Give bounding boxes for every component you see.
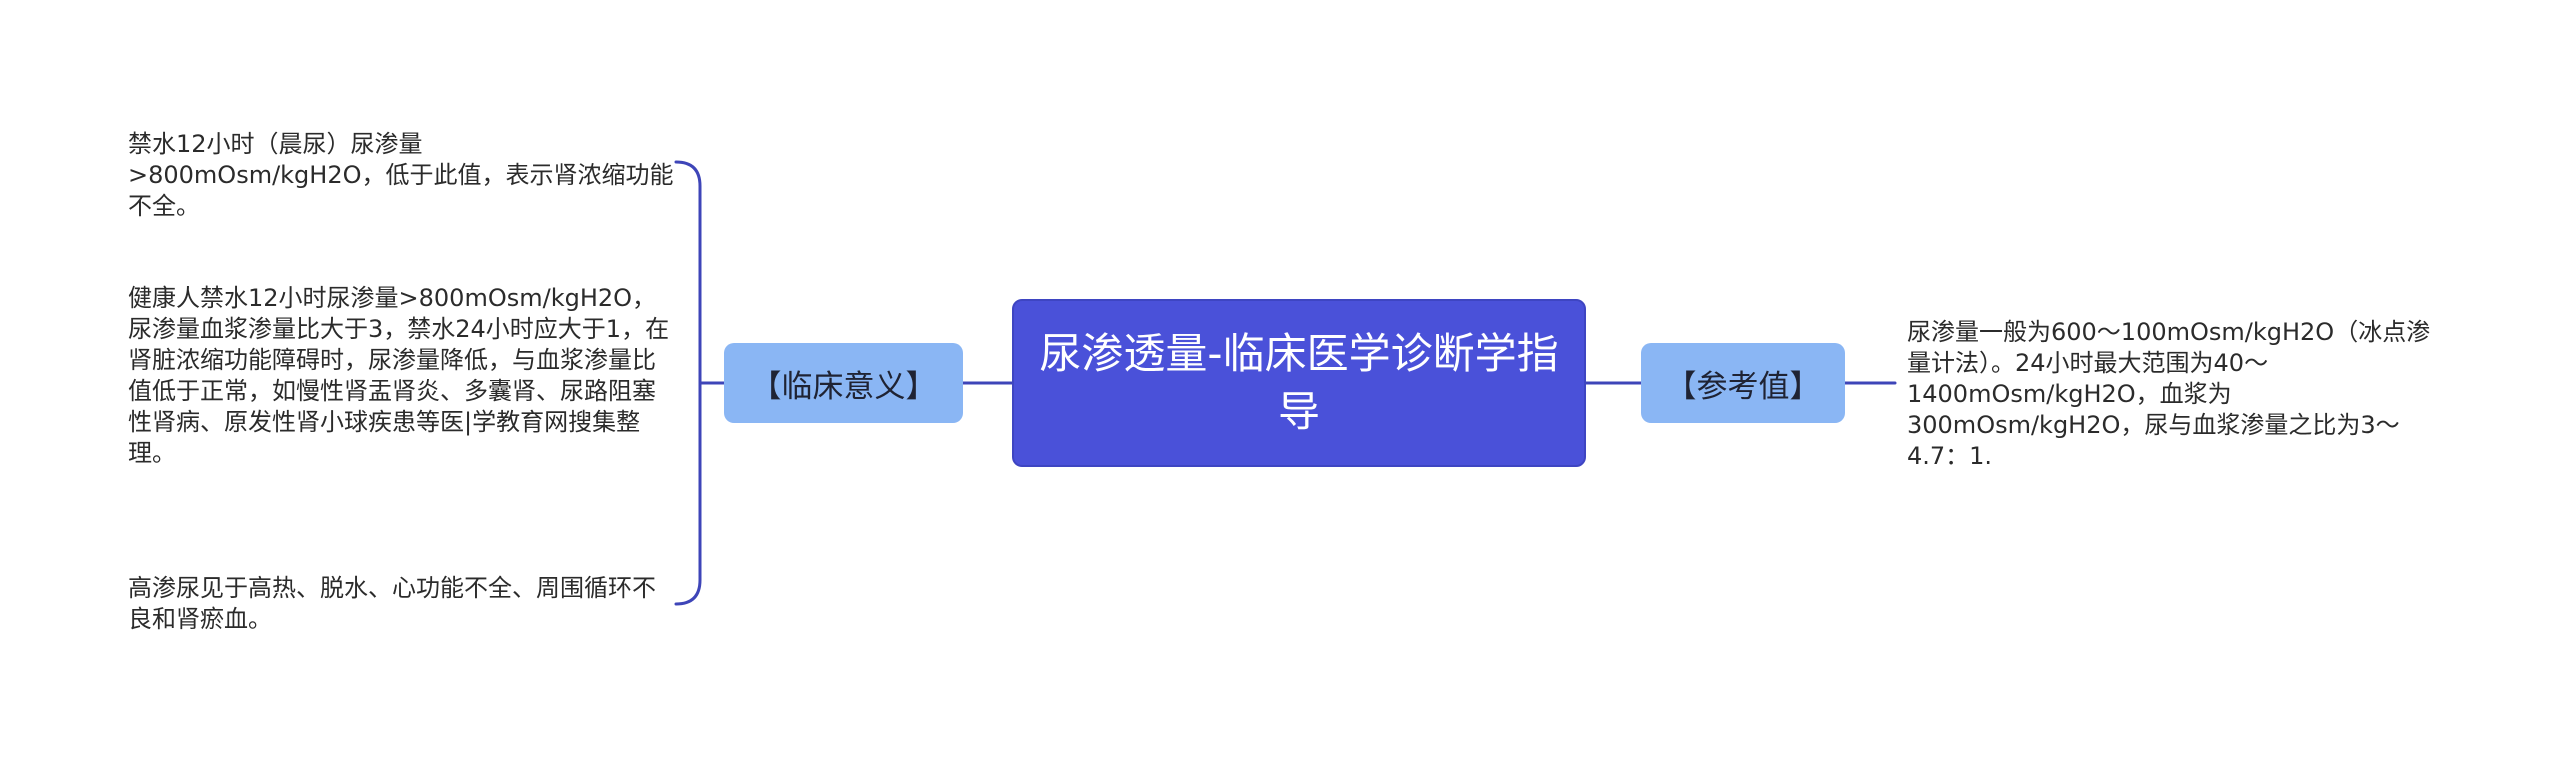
- leaf-node-clinical-2[interactable]: 健康人禁水12小时尿渗量>800mOsm/kgH2O，尿渗量血浆渗量比大于3，禁…: [128, 283, 676, 469]
- leaf-text-reference-1: 尿渗量一般为600～100mOsm/kgH2O（冰点渗量计法）。24小时最大范围…: [1907, 318, 2431, 470]
- leaf-text-clinical-1: 禁水12小时（晨尿）尿渗量>800mOsm/kgH2O，低于此值，表示肾浓缩功能…: [128, 130, 674, 220]
- leaf-text-clinical-2: 健康人禁水12小时尿渗量>800mOsm/kgH2O，尿渗量血浆渗量比大于3，禁…: [128, 284, 670, 467]
- branch-node-reference-value[interactable]: 【参考值】: [1641, 343, 1845, 423]
- branch-label-clinical-significance: 【临床意义】: [750, 368, 937, 405]
- central-topic-label: 尿渗透量-临床医学诊断学指导: [1039, 329, 1559, 436]
- connector-left-bracket: [674, 160, 726, 606]
- leaf-node-clinical-1[interactable]: 禁水12小时（晨尿）尿渗量>800mOsm/kgH2O，低于此值，表示肾浓缩功能…: [128, 129, 676, 222]
- leaf-node-reference-1[interactable]: 尿渗量一般为600～100mOsm/kgH2O（冰点渗量计法）。24小时最大范围…: [1907, 317, 2447, 472]
- leaf-node-clinical-3[interactable]: 高渗尿见于高热、脱水、心功能不全、周围循环不良和肾瘀血。: [128, 573, 676, 635]
- branch-label-reference-value: 【参考值】: [1665, 368, 1821, 405]
- branch-node-clinical-significance[interactable]: 【临床意义】: [724, 343, 963, 423]
- leaf-text-clinical-3: 高渗尿见于高热、脱水、心功能不全、周围循环不良和肾瘀血。: [128, 574, 656, 633]
- central-topic-node[interactable]: 尿渗透量-临床医学诊断学指导: [1012, 299, 1586, 467]
